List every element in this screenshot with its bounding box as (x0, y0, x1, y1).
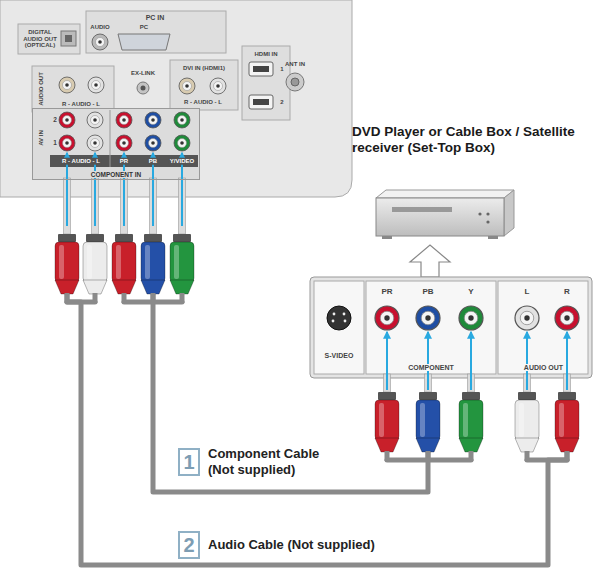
panel-label: R - AUDIO - L (61, 101, 101, 108)
group-label: COMPONENT (406, 364, 456, 371)
jack-panel-group: COMPONENT IN (32, 108, 200, 180)
panel-label: AUDIO OUT (38, 71, 45, 107)
group-label: AUDIO OUT (522, 364, 565, 371)
panel-label: Y/VIDEO (169, 158, 195, 165)
jack-group: AUDIO OUT (498, 280, 589, 376)
panel-label: R - AUDIO - L (61, 158, 101, 165)
panel-label: PC IN (145, 14, 166, 22)
panel-label: EX-LINK (130, 70, 156, 77)
panel-label: 2 (279, 99, 284, 106)
panel-label: PR (119, 158, 129, 165)
panel-label: 2 (52, 116, 58, 123)
panel-label: HDMI IN (254, 51, 279, 58)
panel-label: PB (421, 288, 434, 297)
panel-label: AUDIO (89, 24, 110, 31)
panel-label: S-VIDEO (324, 352, 355, 360)
group-label: COMPONENT IN (89, 171, 144, 178)
panel-label: 1 (279, 66, 284, 73)
panel-label: DIGITAL AUDIO OUT (OPTICAL) (19, 29, 61, 49)
dvd-player (376, 190, 514, 277)
cable (67, 180, 567, 565)
panel-label: PB (148, 158, 158, 165)
tv-back-panel (0, 0, 352, 197)
panel-label: L (524, 288, 531, 297)
callout-number: 1 (178, 448, 200, 476)
audio-jack (88, 77, 104, 93)
audio-jack (210, 78, 226, 94)
dvd-plugs (375, 332, 579, 461)
tv-plugs (55, 153, 194, 303)
dvd-jack-panel (310, 277, 592, 378)
callout: 2 Audio Cable (Not supplied) (178, 530, 428, 560)
device-title: DVD Player or Cable Box / Satellite rece… (352, 124, 600, 156)
callout: 1 Component Cable (Not supplied) (178, 444, 353, 480)
callout-number: 2 (178, 531, 200, 559)
panel-label: R - AUDIO - L (183, 99, 223, 106)
panel-label: PR (380, 288, 393, 297)
panel-label: DVI IN (HDMI1) (182, 65, 226, 72)
audio-jack (179, 78, 195, 94)
callout-text: Component Cable (Not supplied) (208, 446, 333, 479)
callout-text: Audio Cable (Not supplied) (208, 537, 375, 553)
panel-label: Y (467, 288, 474, 297)
panel-label: ANT IN (284, 61, 306, 68)
audio-jack (92, 34, 108, 50)
panel-label: R (563, 288, 571, 297)
panel-label: AV IN (38, 129, 45, 147)
audio-jack (59, 77, 75, 93)
device-box: DVD Player or Cable Box / Satellite rece… (352, 124, 600, 244)
panel-label: PC (139, 24, 149, 31)
panel-label: 1 (52, 139, 58, 146)
